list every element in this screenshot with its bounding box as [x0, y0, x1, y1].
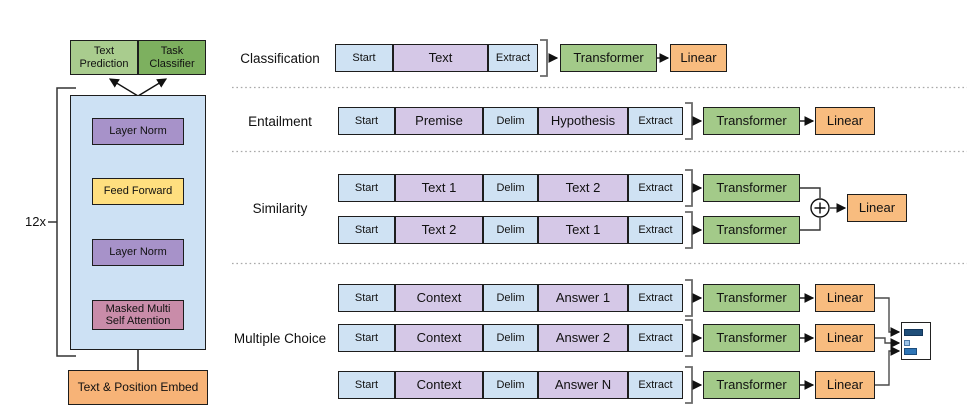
token-text2: Text 2: [538, 174, 628, 202]
token-text1: Text 1: [395, 174, 483, 202]
token-extract: Extract: [628, 216, 683, 244]
token-answer2: Answer 2: [538, 324, 628, 352]
answer-score-bar-2: [903, 340, 910, 346]
token-start: Start: [338, 107, 395, 135]
token-answer1: Answer 1: [538, 284, 628, 312]
token-delim: Delim: [483, 216, 538, 244]
similarity-merge-connectors: [800, 187, 847, 231]
layer-norm-top: Layer Norm: [92, 118, 184, 145]
token-start: Start: [338, 284, 395, 312]
token-delim: Delim: [483, 107, 538, 135]
transformer-box: Transformer: [703, 324, 800, 352]
token-start: Start: [335, 44, 393, 72]
choice-output-connectors: [875, 297, 901, 386]
token-delim: Delim: [483, 284, 538, 312]
token-delim: Delim: [483, 324, 538, 352]
token-extract: Extract: [628, 284, 683, 312]
linear-box: Linear: [815, 324, 875, 352]
layer-norm-bottom: Layer Norm: [92, 239, 184, 266]
token-hypothesis: Hypothesis: [538, 107, 628, 135]
repeat-count-label: 12x: [25, 214, 46, 229]
task-label-classification: Classification: [240, 50, 320, 66]
feed-forward: Feed Forward: [92, 178, 184, 205]
task-label-similarity: Similarity: [252, 200, 308, 216]
transformer-box: Transformer: [703, 216, 800, 244]
transformer-box: Transformer: [703, 371, 800, 399]
transformer-box: Transformer: [703, 284, 800, 312]
masked-multi-self-attention: Masked Multi Self Attention: [92, 300, 184, 330]
token-start: Start: [338, 324, 395, 352]
task-label-multiple-choice: Multiple Choice: [233, 330, 327, 346]
task-classifier-head: Task Classifier: [138, 40, 206, 75]
text-position-embed: Text & Position Embed: [68, 370, 208, 405]
token-start: Start: [338, 216, 395, 244]
token-text2: Text 2: [395, 216, 483, 244]
token-text: Text: [393, 44, 488, 72]
linear-box: Linear: [670, 44, 727, 72]
task-label-entailment: Entailment: [248, 113, 312, 129]
token-context: Context: [395, 371, 483, 399]
token-extract: Extract: [628, 324, 683, 352]
token-extract: Extract: [628, 174, 683, 202]
transformer-box: Transformer: [560, 44, 657, 72]
token-extract: Extract: [488, 44, 538, 72]
token-answerN: Answer N: [538, 371, 628, 399]
transformer-box: Transformer: [703, 174, 800, 202]
token-premise: Premise: [395, 107, 483, 135]
transformer-box: Transformer: [703, 107, 800, 135]
linear-box: Linear: [815, 107, 875, 135]
token-text1: Text 1: [538, 216, 628, 244]
text-prediction-head: Text Prediction: [70, 40, 138, 75]
answer-score-bar-3: [903, 348, 917, 355]
token-start: Start: [338, 174, 395, 202]
similarity-add-icon: [810, 198, 830, 218]
linear-box: Linear: [815, 284, 875, 312]
token-context: Context: [395, 324, 483, 352]
token-extract: Extract: [628, 107, 683, 135]
answer-score-bar-1: [903, 329, 923, 336]
token-extract: Extract: [628, 371, 683, 399]
linear-box: Linear: [847, 194, 907, 222]
token-delim: Delim: [483, 174, 538, 202]
token-delim: Delim: [483, 371, 538, 399]
token-start: Start: [338, 371, 395, 399]
linear-box: Linear: [815, 371, 875, 399]
token-context: Context: [395, 284, 483, 312]
